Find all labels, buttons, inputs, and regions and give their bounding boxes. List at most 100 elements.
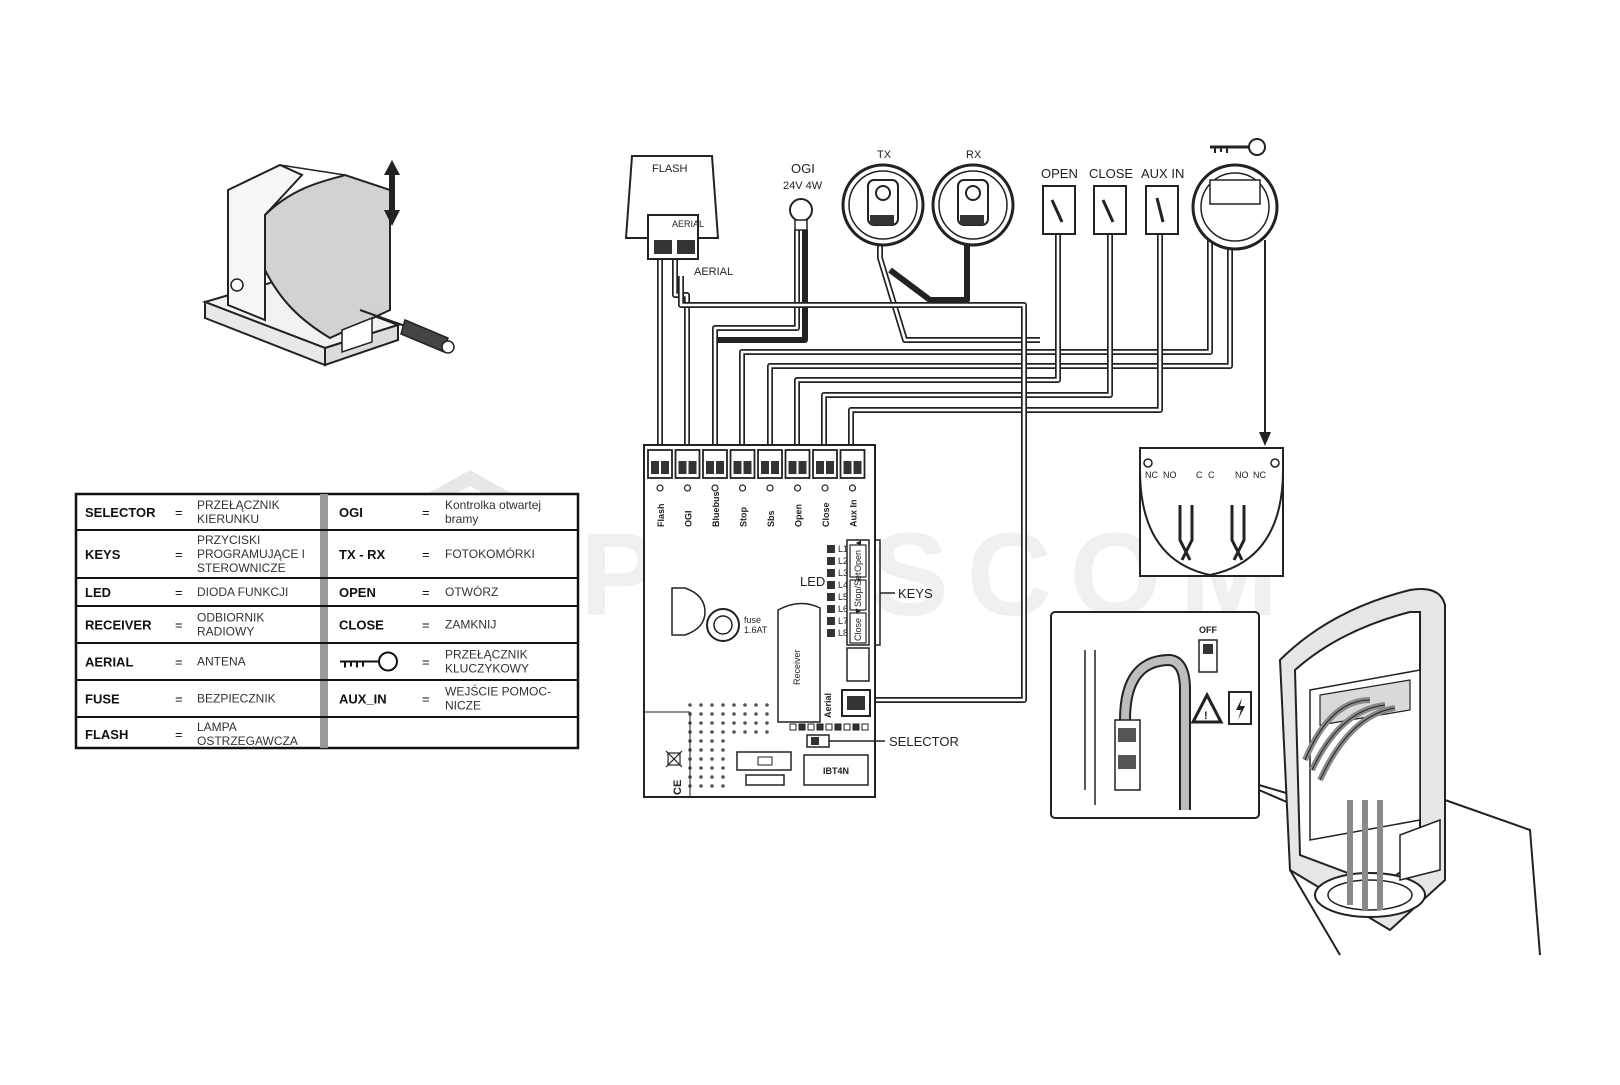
receiver-label: Receiver <box>792 649 802 685</box>
ce-mark: CE <box>672 780 684 795</box>
legend-equals: = <box>422 585 430 600</box>
led-label-item: L6 <box>838 604 848 614</box>
contact-label: NO <box>1163 470 1177 480</box>
key-stopset: Stop/Set <box>853 572 863 607</box>
legend-key: OGI <box>339 505 363 520</box>
led-indicator <box>827 557 835 565</box>
led-indicator <box>827 605 835 613</box>
contact-label: NO <box>1235 470 1249 480</box>
flash-label: FLASH <box>652 163 688 175</box>
terminal-label: Close <box>821 502 831 527</box>
tx-label: TX <box>877 149 892 161</box>
wiring <box>657 228 1271 703</box>
legend-key: CLOSE <box>339 618 384 633</box>
terminal-stop: Stop <box>729 449 756 527</box>
led-label-item: L2 <box>838 556 848 566</box>
legend-equals: = <box>175 727 183 742</box>
terminal-label: OGI <box>684 510 694 527</box>
aux-in-label: AUX IN <box>1141 166 1184 181</box>
legend-value: PRZYCISKI <box>197 533 260 547</box>
contact-label: NC <box>1145 470 1158 480</box>
rx-label: RX <box>966 149 982 161</box>
legend-key: FUSE <box>85 692 120 707</box>
legend-equals: = <box>422 618 430 633</box>
legend-equals: = <box>422 655 430 670</box>
led-label-item: L7 <box>838 616 848 626</box>
ogi-lamp: OGI 24V 4W <box>783 161 823 231</box>
legend-value: DIODA FUNKCJI <box>197 585 288 599</box>
legend-value: PROGRAMUJĄCE I <box>197 547 305 561</box>
legend-key: OPEN <box>339 585 376 600</box>
fuse-rating: 1.6AT <box>744 625 768 635</box>
legend-value: Kontrolka otwartej <box>445 498 541 512</box>
legend-key: LED <box>85 585 111 600</box>
legend-value: OSTRZEGAWCZA <box>197 734 298 748</box>
legend-value: STEROWNICZE <box>197 561 286 575</box>
high-voltage-icon <box>1228 691 1252 725</box>
terminal-sbs: Sbs <box>757 449 783 527</box>
led-label-item: L1 <box>838 544 848 554</box>
legend-equals: = <box>422 505 430 520</box>
board-aerial-label: Aerial <box>823 693 833 718</box>
legend-key: AERIAL <box>85 655 133 670</box>
legend-value: LAMPA <box>197 720 237 734</box>
legend-value: ANTENA <box>197 655 246 669</box>
terminal-label: Stop <box>739 507 749 527</box>
tx-photocell: TX <box>841 149 925 247</box>
legend-equals: = <box>175 547 183 562</box>
jumper-row <box>789 723 869 731</box>
contact-label: NC <box>1253 470 1266 480</box>
vent-dots <box>688 703 769 788</box>
ogi-spec: 24V 4W <box>783 180 823 192</box>
contact-label: C <box>1196 470 1203 480</box>
terminal-label: Aux In <box>849 499 859 527</box>
close-switch: CLOSE <box>1089 166 1133 235</box>
legend-value: PRZEŁĄCZNIK <box>197 498 280 512</box>
open-switch: OPEN <box>1041 166 1078 235</box>
legend-equals: = <box>422 692 430 707</box>
led-label-item: L4 <box>838 580 848 590</box>
legend-key: SELECTOR <box>85 505 156 520</box>
led-indicator <box>827 593 835 601</box>
legend-value: WEJŚCIE POMOC- <box>445 684 551 699</box>
legend-value: RADIOWY <box>197 625 254 639</box>
legend-value: bramy <box>445 512 478 526</box>
led-indicator <box>827 545 835 553</box>
led-indicator <box>827 617 835 625</box>
open-housing-illustration <box>1278 588 1541 956</box>
disposal-icon <box>665 750 683 768</box>
keys-label: KEYS <box>898 586 933 601</box>
led-indicator <box>827 629 835 637</box>
flash-aerial-label: AERIAL <box>672 219 704 229</box>
terminal-close: Close <box>812 449 838 527</box>
legend-equals: = <box>175 585 183 600</box>
legend-equals: = <box>422 547 430 562</box>
legend-equals: = <box>175 692 183 707</box>
key-icon <box>1210 138 1266 156</box>
terminal-flash: Flash <box>647 449 673 527</box>
legend-equals: = <box>175 655 183 670</box>
legend-value: NICZE <box>445 699 481 713</box>
key-icon <box>340 651 398 672</box>
fuse: fuse 1.6AT <box>706 608 768 642</box>
terminal-bluebus: Bluebus <box>702 449 728 527</box>
legend-value: FOTOKOMÓRKI <box>445 546 535 561</box>
legend-value: ODBIORNIK <box>197 611 264 625</box>
receiver-module: Receiver <box>777 602 821 723</box>
legend-value: OTWÓRZ <box>445 584 498 599</box>
power-disconnect-detail: OFF ! <box>1050 611 1311 819</box>
led-label: LED <box>800 574 825 589</box>
terminal-label: Sbs <box>766 510 776 527</box>
legend-equals: = <box>175 505 183 520</box>
legend-key: RECEIVER <box>85 618 152 633</box>
rx-photocell: RX <box>931 149 1015 247</box>
legend-value: ZAMKNIJ <box>445 618 496 632</box>
open-label: OPEN <box>1041 166 1078 181</box>
terminal-ogi: OGI <box>674 449 701 527</box>
aerial-terminal: Aerial <box>823 689 871 718</box>
svg-text:!: ! <box>1204 710 1208 722</box>
